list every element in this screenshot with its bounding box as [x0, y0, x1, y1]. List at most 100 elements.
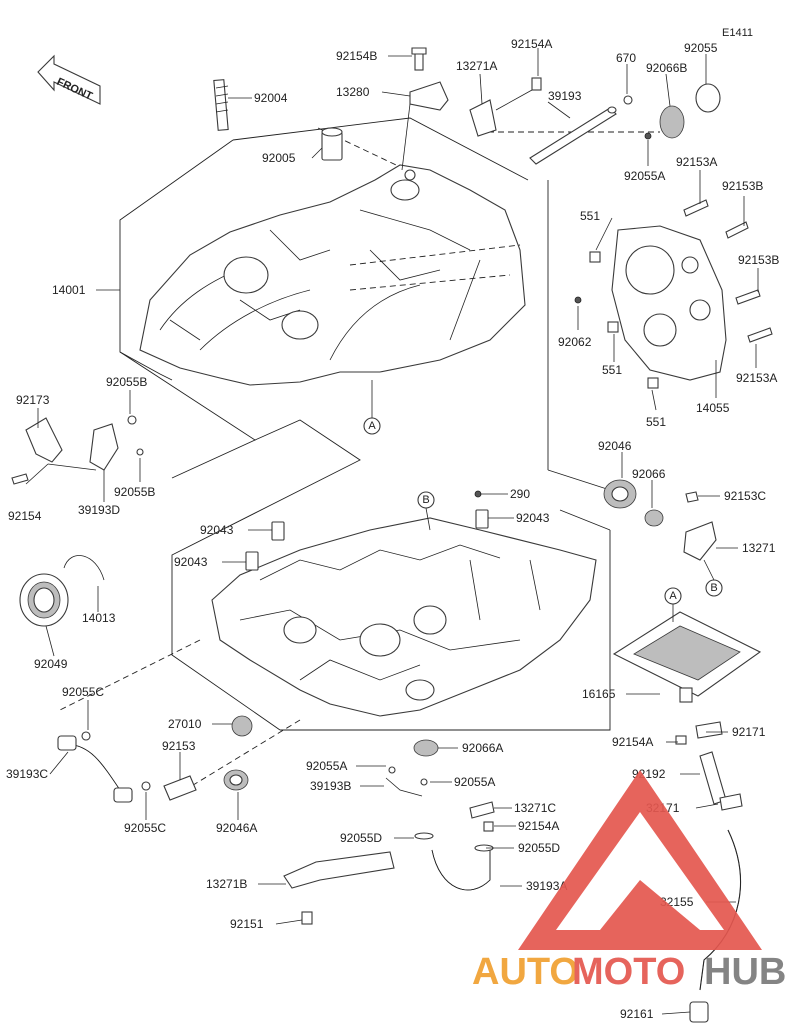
label-92151: 92151: [230, 917, 264, 931]
label-92055A-top: 92055A: [624, 169, 665, 183]
label-27010: 27010: [168, 717, 202, 731]
ring-14013: [63, 555, 105, 581]
bearing-92046A: [223, 769, 249, 791]
plug-92066A: [413, 739, 439, 757]
watermark-text-moto: MOTO: [572, 951, 685, 993]
label-290: 290: [510, 487, 530, 501]
label-39193: 39193: [548, 89, 582, 103]
dowels-92043: [245, 490, 489, 571]
label-92066A: 92066A: [462, 741, 503, 755]
label-14013: 14013: [82, 611, 116, 625]
callout-B-bracket: B: [703, 559, 723, 597]
label-92046: 92046: [598, 439, 632, 453]
label-92153B-top: 92153B: [722, 179, 763, 193]
svg-text:B: B: [710, 582, 717, 594]
guide-92173: [25, 417, 63, 463]
label-13271B: 13271B: [206, 877, 247, 891]
label-92005: 92005: [262, 151, 296, 165]
label-92043-c: 92043: [174, 555, 208, 569]
label-92043-b: 92043: [200, 523, 234, 537]
bolts-92153: [574, 199, 773, 389]
svg-text:A: A: [669, 590, 677, 602]
oil-pan-16165: [612, 611, 762, 745]
label-92046A: 92046A: [216, 821, 257, 835]
label-92055A-r: 92055A: [454, 775, 495, 789]
label-92043-a: 92043: [516, 511, 550, 525]
lower-assembly-frame: [59, 419, 611, 791]
label-92153: 92153: [162, 739, 196, 753]
label-13271: 13271: [742, 541, 776, 555]
label-39193D: 39193D: [78, 503, 120, 517]
label-92154A-top: 92154A: [511, 37, 552, 51]
label-92153C: 92153C: [724, 489, 766, 503]
leader-lines: [25, 48, 759, 1015]
label-13280: 13280: [336, 85, 370, 99]
label-92154: 92154: [8, 509, 42, 523]
watermark-triangle-logo: [518, 770, 762, 950]
label-92066: 92066: [632, 467, 666, 481]
fitting-39193D: [11, 415, 144, 485]
pipe-39193C: [57, 731, 151, 803]
label-13271C: 13271C: [514, 801, 556, 815]
label-92004: 92004: [254, 91, 288, 105]
plate-13271C: [469, 801, 495, 832]
upper-crankcase: [139, 164, 526, 386]
label-92173: 92173: [16, 393, 50, 407]
label-92153A-right: 92153A: [736, 371, 777, 385]
lower-crankcase: [211, 517, 597, 717]
label-92049: 92049: [34, 657, 68, 671]
seal-670-92066B-92055: [623, 83, 721, 140]
label-92055C-a: 92055C: [62, 685, 104, 699]
part-labels: 92154B 92154A 670 92055 13271A 92066B 92…: [6, 37, 779, 1021]
label-670: 670: [616, 51, 636, 65]
dowel-92005: [321, 127, 343, 161]
label-39193A: 39193A: [526, 879, 567, 893]
bearing-92046: [603, 479, 637, 509]
label-13271A: 13271A: [456, 59, 497, 73]
label-551-b: 551: [602, 363, 622, 377]
label-92171: 92171: [732, 725, 766, 739]
label-92062: 92062: [558, 335, 592, 349]
pipe-39193B: [385, 766, 428, 797]
oil-seal-92049: [19, 573, 69, 627]
label-92055B-b: 92055B: [114, 485, 155, 499]
label-39193C: 39193C: [6, 767, 48, 781]
label-39193B: 39193B: [310, 779, 351, 793]
label-92154A-right: 92154A: [612, 735, 653, 749]
plate-13271B: [283, 851, 395, 925]
pipe-39193A: [414, 832, 494, 891]
label-92055C-b: 92055C: [124, 821, 166, 835]
label-92055D-b: 92055D: [518, 841, 560, 855]
label-14055: 14055: [696, 401, 730, 415]
automotohub-watermark: AUTO MOTO HUB: [472, 770, 786, 993]
sensor-27010: [231, 715, 253, 737]
label-92066B: 92066B: [646, 61, 687, 75]
label-551-c: 551: [646, 415, 666, 429]
label-92161: 92161: [620, 1007, 654, 1021]
fitting-92153: [163, 775, 197, 801]
label-92154A-mid: 92154A: [518, 819, 559, 833]
front-arrow-icon: FRONT: [37, 54, 101, 105]
label-92055D-a: 92055D: [340, 831, 382, 845]
label-92055: 92055: [684, 41, 718, 55]
upper-assembly-frame: [119, 117, 660, 491]
cover-14055: [611, 225, 727, 381]
label-16165: 16165: [582, 687, 616, 701]
diagram-code: E1411: [722, 27, 753, 39]
watermark-text-auto: AUTO: [472, 951, 579, 993]
bracket-13271: [683, 491, 717, 561]
label-92153B-mid: 92153B: [738, 253, 779, 267]
label-14001: 14001: [52, 283, 86, 297]
cap-92066: [644, 509, 664, 527]
label-92055B-a: 92055B: [106, 375, 147, 389]
bracket-13280: [409, 47, 449, 111]
svg-text:B: B: [422, 494, 429, 506]
label-551-a: 551: [580, 209, 600, 223]
stud-92004: [213, 79, 229, 131]
callout-A-pan: A: [664, 587, 682, 622]
watermark-text-hub: HUB: [704, 951, 786, 993]
callout-A-upper: A: [363, 380, 381, 435]
plate-13271A: [469, 77, 542, 137]
